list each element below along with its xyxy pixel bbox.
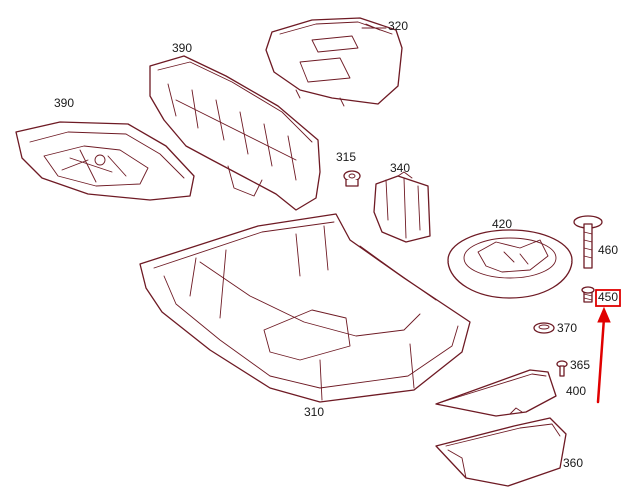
part-365-drawing[interactable] <box>556 360 568 377</box>
part-460-drawing[interactable] <box>573 215 603 269</box>
label-390-upper[interactable]: 390 <box>172 41 192 55</box>
highlight-arrow <box>596 306 611 404</box>
label-360[interactable]: 360 <box>563 456 583 470</box>
part-320-drawing[interactable] <box>265 17 403 107</box>
label-390-left[interactable]: 390 <box>54 96 74 110</box>
label-420[interactable]: 420 <box>492 217 512 231</box>
part-340-drawing[interactable] <box>373 171 431 243</box>
part-420-drawing[interactable] <box>447 229 573 299</box>
label-320[interactable]: 320 <box>388 19 408 33</box>
part-390-upper-drawing[interactable] <box>149 55 321 211</box>
part-360-drawing[interactable] <box>435 417 567 487</box>
part-315-drawing[interactable] <box>343 170 361 187</box>
label-400[interactable]: 400 <box>566 384 586 398</box>
part-450-drawing[interactable] <box>581 286 595 303</box>
part-310-drawing[interactable] <box>139 213 471 403</box>
part-390-left-drawing[interactable] <box>15 121 195 201</box>
highlight-box-450 <box>595 289 621 307</box>
label-370[interactable]: 370 <box>557 321 577 335</box>
label-310[interactable]: 310 <box>304 405 324 419</box>
label-450[interactable]: 450 <box>598 290 618 304</box>
label-340[interactable]: 340 <box>390 161 410 175</box>
label-315[interactable]: 315 <box>336 150 356 164</box>
part-370-drawing[interactable] <box>533 322 555 334</box>
part-400-drawing[interactable] <box>435 369 557 417</box>
label-365[interactable]: 365 <box>570 358 590 372</box>
label-460[interactable]: 460 <box>598 243 618 257</box>
